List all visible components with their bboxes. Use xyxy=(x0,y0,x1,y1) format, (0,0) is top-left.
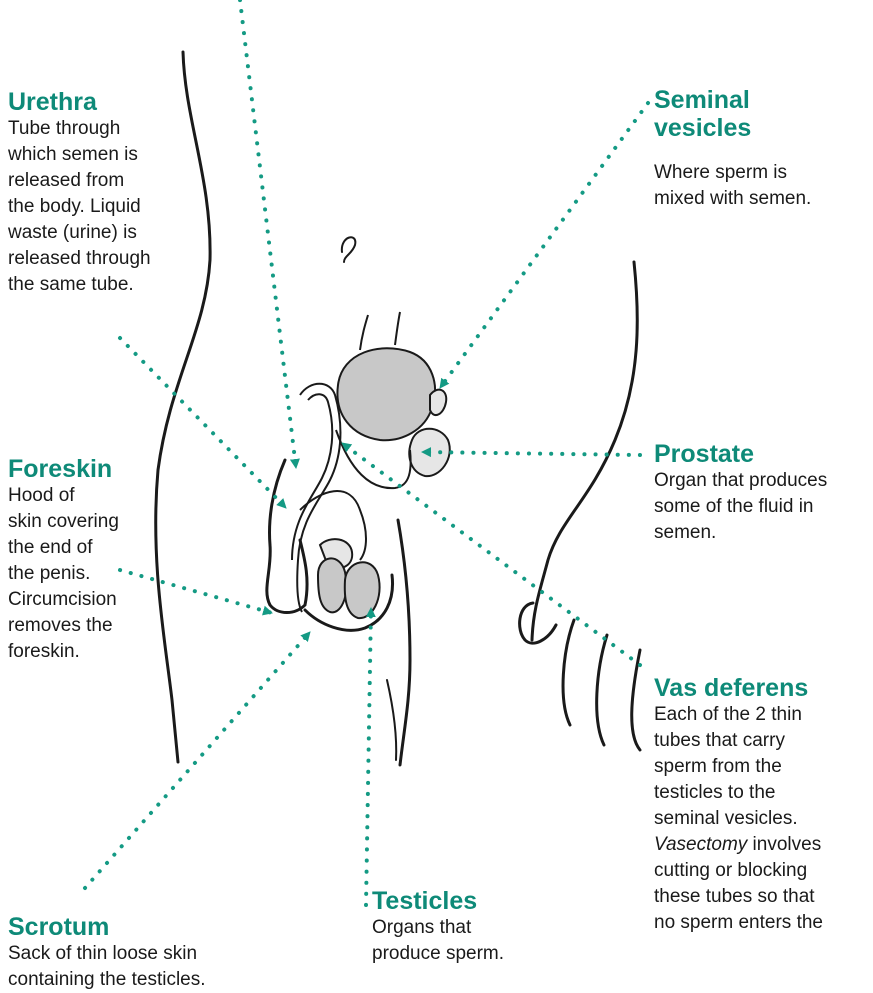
navel xyxy=(342,237,355,262)
prostate-title: Prostate xyxy=(654,440,869,468)
testicle-left xyxy=(318,558,346,612)
testicles-title: Testicles xyxy=(372,887,552,915)
label-testicles: Testicles Organs that produce sperm. xyxy=(372,887,552,967)
urethra-tube-inner xyxy=(292,394,332,560)
prostate-description: Organ that produces some of the fluid in… xyxy=(654,468,869,546)
inner-leg-crease xyxy=(387,680,396,760)
scrotum-description: Sack of thin loose skin containing the t… xyxy=(8,941,268,993)
scrotum-title: Scrotum xyxy=(8,913,268,941)
vas-deferens-description: Each of the 2 thin tubes that carry sper… xyxy=(654,702,869,936)
pointer-testicles xyxy=(366,608,371,905)
label-seminal-vesicles: Seminal vesicles Where sperm is mixed wi… xyxy=(654,86,864,212)
finger-outline-2 xyxy=(563,620,574,725)
foreskin-title: Foreskin xyxy=(8,455,158,483)
vas-deferens-text: Each of the 2 thin tubes that carry sper… xyxy=(654,704,802,829)
seminal-vesicles-title: Seminal vesicles xyxy=(654,86,864,142)
label-urethra: Urethra Tube through which semen is rele… xyxy=(8,88,188,298)
spermatic-cord-2 xyxy=(395,312,400,345)
urethra-title: Urethra xyxy=(8,88,188,116)
spermatic-cord-1 xyxy=(360,315,368,350)
vasectomy-term: Vasectomy xyxy=(654,834,747,855)
bladder xyxy=(337,348,435,440)
reproductive-organs xyxy=(292,312,450,618)
label-vas-deferens: Vas deferens Each of the 2 thin tubes th… xyxy=(654,674,869,936)
inner-leg-outline xyxy=(398,520,410,765)
finger-outline-3 xyxy=(597,635,607,745)
finger-outline-1 xyxy=(520,603,556,643)
pointer-prostate xyxy=(422,452,640,455)
pointer-scrotum xyxy=(85,632,310,888)
pointer-seminal-vesicles xyxy=(440,103,648,388)
vas-deferens-title: Vas deferens xyxy=(654,674,869,702)
seminal-vesicle-shape xyxy=(430,390,446,415)
pointer-top-left xyxy=(240,0,296,468)
foreskin-description: Hood of skin covering the end of the pen… xyxy=(8,483,158,665)
label-foreskin: Foreskin Hood of skin covering the end o… xyxy=(8,455,158,665)
testicles-description: Organs that produce sperm. xyxy=(372,915,552,967)
body-right-outline xyxy=(532,262,637,640)
seminal-vesicles-description: Where sperm is mixed with semen. xyxy=(654,160,864,212)
label-prostate: Prostate Organ that produces some of the… xyxy=(654,440,869,546)
urethra-description: Tube through which semen is released fro… xyxy=(8,116,188,298)
label-scrotum: Scrotum Sack of thin loose skin containi… xyxy=(8,913,268,993)
testicle-right xyxy=(345,562,380,618)
